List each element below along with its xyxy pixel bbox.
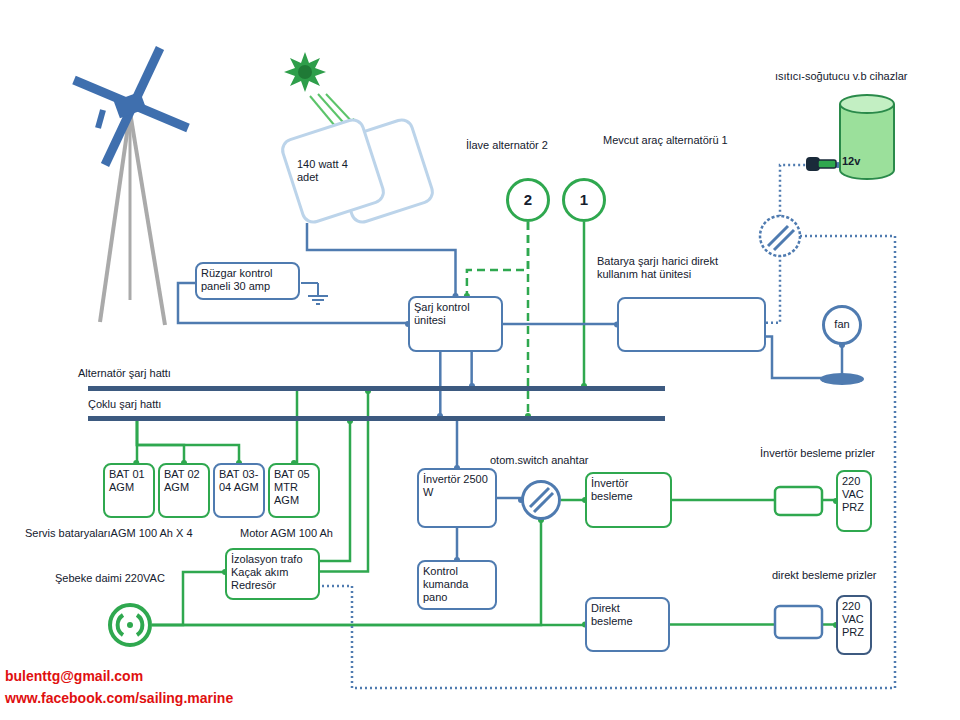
node-text: Rüzgar kontrol paneli 30 amp (201, 267, 294, 293)
node-text: 2 (524, 191, 532, 209)
sun-symbol (284, 52, 356, 132)
junction-box (775, 606, 822, 638)
shore-symbol (108, 603, 152, 647)
wire-connector (152, 520, 541, 625)
contact-text: www.facebook.com/sailing.marine (5, 690, 233, 707)
node-text: 220 VAC PRZ (842, 600, 866, 640)
node-heading: 12v (842, 155, 860, 168)
process-box: BAT 01 AGM (103, 463, 155, 518)
node-heading: ısıtıcı-soğutucu v.b cihazlar (775, 70, 907, 83)
node-text: İnvertör 2500 W (423, 473, 491, 499)
wire-connector (497, 498, 521, 500)
caption-label: Servis bataryalarıAGM 100 Ah X 4 (25, 527, 193, 540)
wire-connector (137, 421, 239, 463)
wire-connector (456, 421, 459, 468)
process-box: İnvertör besleme (585, 472, 672, 528)
plug-symbol (806, 157, 836, 171)
dotted-wire (322, 236, 895, 688)
process-box: İzolasyon trafo Kaçak akım Redresör (225, 548, 320, 600)
node-text: Direkt besleme (591, 602, 664, 628)
fan-base (820, 373, 864, 385)
node-heading: Mevcut araç alternatörü 1 (603, 134, 728, 147)
round-node: fan (822, 305, 862, 345)
wire-connector (470, 352, 473, 386)
process-box: 220 VAC PRZ (836, 470, 872, 532)
heater-cooler: ısıtıcı-soğutucu v.b cihazlar12v (838, 92, 896, 180)
node-heading: 140 watt 4 adet (297, 158, 369, 184)
node-text: İzolasyon trafo Kaçak akım Redresör (231, 553, 314, 593)
node-heading: İlave alternatör 2 (466, 139, 548, 152)
wire-connector (320, 421, 350, 561)
process-box: Rüzgar kontrol paneli 30 amp (195, 262, 300, 300)
junction-box (775, 487, 822, 515)
process-box: İnvertör 2500 W (417, 468, 497, 528)
process-box: BAT 03-04 AGM (213, 463, 265, 518)
wire-connector (439, 352, 442, 416)
switch-symbol (521, 480, 561, 520)
node-text: BAT 01 AGM (109, 468, 149, 494)
wire-connector (137, 421, 184, 463)
node-text: Şarj kontrol ünitesi (414, 301, 497, 327)
solar-panel: 140 watt 4 adet (283, 118, 383, 223)
node-heading: Alternatör şarj hattı (78, 367, 171, 380)
switch-symbol (760, 216, 800, 256)
node-text: BAT 03-04 AGM (219, 468, 259, 494)
node-heading: Batarya şarjı harici direkt kullanım hat… (597, 255, 762, 281)
node-text: İnvertör besleme (591, 477, 666, 503)
node-text: 220 VAC PRZ (842, 475, 866, 515)
caption-label: İnvertör besleme prizler (760, 447, 875, 460)
caption-label: Motor AGM 100 Ah (240, 527, 333, 540)
wire-connector (294, 391, 297, 463)
node-heading: Çoklu şarj hattı (88, 398, 161, 411)
wire-connector (307, 223, 456, 296)
wire-connector (503, 323, 617, 326)
wire-connector (583, 222, 586, 386)
node-heading: Şebeke daimi 220VAC (55, 572, 165, 585)
panel-outline (283, 118, 383, 223)
process-box: Şarj kontrol ünitesi (408, 296, 503, 352)
node-text: 1 (580, 191, 588, 209)
wire-connector (456, 528, 459, 560)
process-box: BAT 05 MTR AGM (268, 463, 320, 518)
caption-label: direkt besleme prizler (772, 569, 877, 582)
process-box: Kontrol kumanda pano (417, 560, 497, 610)
process-box: BAT 02 AGM (158, 463, 210, 518)
node-text: BAT 05 MTR AGM (274, 468, 314, 508)
ground-symbol (301, 283, 328, 304)
node-text: fan (834, 318, 849, 331)
node-heading: otom.switch anahtar (490, 454, 588, 467)
wire-connector (467, 222, 528, 296)
process-box: 220 VAC PRZ (836, 595, 872, 655)
node-text: Kontrol kumanda pano (423, 565, 491, 605)
auto-switch: otom.switch anahtar (521, 480, 561, 520)
wire-connector (766, 337, 842, 378)
wire-connector (561, 499, 585, 502)
process-box: Batarya şarjı harici direkt kullanım hat… (617, 297, 766, 352)
round-node: Mevcut araç alternatörü 11 (562, 178, 606, 222)
bus-bar: Çoklu şarj hattı (88, 416, 665, 421)
process-box: Direkt besleme (585, 597, 670, 652)
node-text: BAT 02 AGM (164, 468, 204, 494)
shore-power-inlet: Şebeke daimi 220VAC (108, 603, 152, 647)
contact-text: bulenttg@gmail.com (5, 668, 143, 685)
bus-bar: Alternatör şarj hattı (88, 386, 665, 391)
wind-turbine (74, 48, 188, 325)
round-node: İlave alternatör 22 (506, 178, 550, 222)
